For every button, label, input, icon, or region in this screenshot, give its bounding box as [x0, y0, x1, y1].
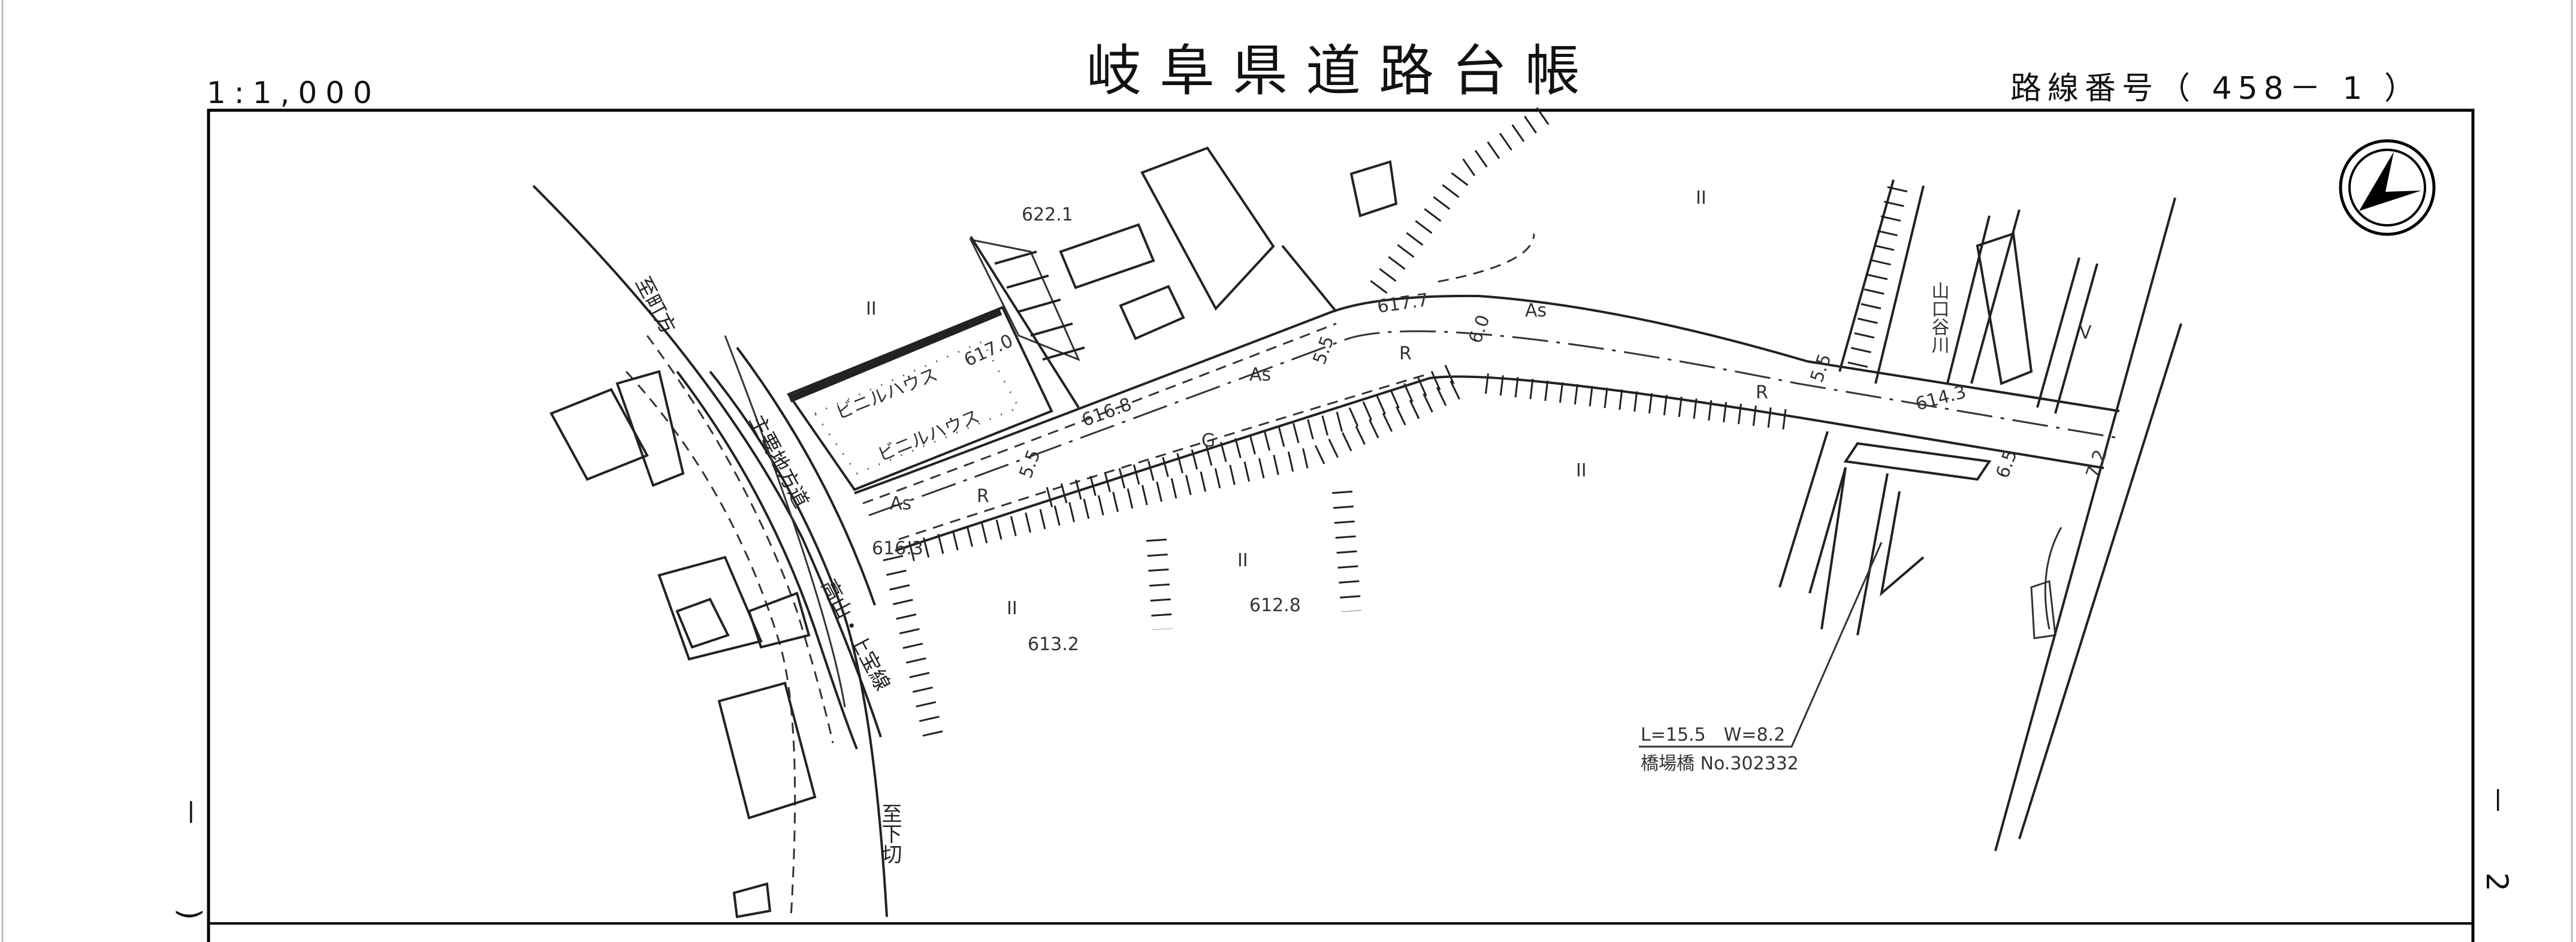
embankment-slope [883, 105, 1910, 745]
sheet-title: 岐阜県道路台帳 [1086, 39, 1598, 103]
main-road [854, 233, 2120, 552]
bridge-leader-line [1639, 542, 1883, 748]
label-road-class: 主要地方道 [744, 410, 813, 512]
landuse-asphalt: As [890, 493, 911, 514]
elevation-616-8: 616.8 [1079, 394, 1135, 431]
landuse-road: R [977, 486, 989, 507]
parking-lot [970, 236, 1085, 409]
dimension-mark: 5.5 [1309, 333, 1339, 367]
landuse-asphalt: As [1525, 300, 1547, 321]
prefectural-road-left [532, 185, 888, 917]
dimension-mark: 6.0 [1465, 312, 1494, 346]
greenhouse-building [786, 306, 1053, 491]
label-greenhouse-2: ビニルハウス [875, 406, 983, 466]
elevation-613-2: 613.2 [1028, 634, 1079, 655]
dimension-mark: 6.5 [1992, 447, 2022, 481]
map-labels: 至町方 主要地方道 高山・上宝線 至下切 山口谷川 ビニルハウス ビニルハウス … [630, 188, 2112, 864]
route-number: 路線番号（ 458－ 1 ） [2010, 71, 2421, 107]
landuse-grass: G [1201, 430, 1215, 451]
landuse-field: II [1007, 598, 1017, 619]
river-and-bridge [1778, 179, 2182, 852]
elevation-617-7: 617.7 [1376, 289, 1430, 318]
elevation-612-8: 612.8 [1249, 595, 1301, 616]
landuse-road: R [1756, 382, 1768, 403]
landuse-field: II [1576, 460, 1587, 481]
elevation-622-1: 622.1 [1022, 204, 1073, 225]
dimension-mark: 7.2 [2082, 447, 2112, 481]
landuse-field: II [1237, 550, 1248, 571]
left-sheet-marker: － ) [173, 797, 207, 942]
map-frame [207, 108, 2475, 942]
elevation-616-3: 616.3 [872, 538, 923, 559]
landuse-road: R [1399, 343, 1412, 364]
elevation-614-3: 614.3 [1913, 382, 1968, 415]
elevation-617-0: 617.0 [961, 330, 1017, 371]
buildings [549, 146, 2056, 919]
bridge-dimensions: L=15.5 W=8.2 [1641, 724, 1785, 745]
north-arrow-icon [2339, 139, 2436, 236]
landuse-rice: V [2079, 322, 2092, 343]
landuse-asphalt: As [1249, 364, 1271, 385]
landuse-field: II [866, 298, 877, 319]
scale-label: 1:1,000 [207, 76, 380, 110]
dimension-mark: 5.5 [1807, 351, 1836, 385]
label-river: 山口谷川 [1928, 282, 1950, 354]
label-to-machikata: 至町方 [630, 273, 680, 338]
label-to-shimogiri: 至下切 [878, 803, 902, 864]
bridge-name: 橋場橋 No.302332 [1641, 753, 1799, 774]
right-sheet-marker: － 2 ) [2480, 785, 2514, 942]
landuse-field: II [1696, 188, 1707, 209]
